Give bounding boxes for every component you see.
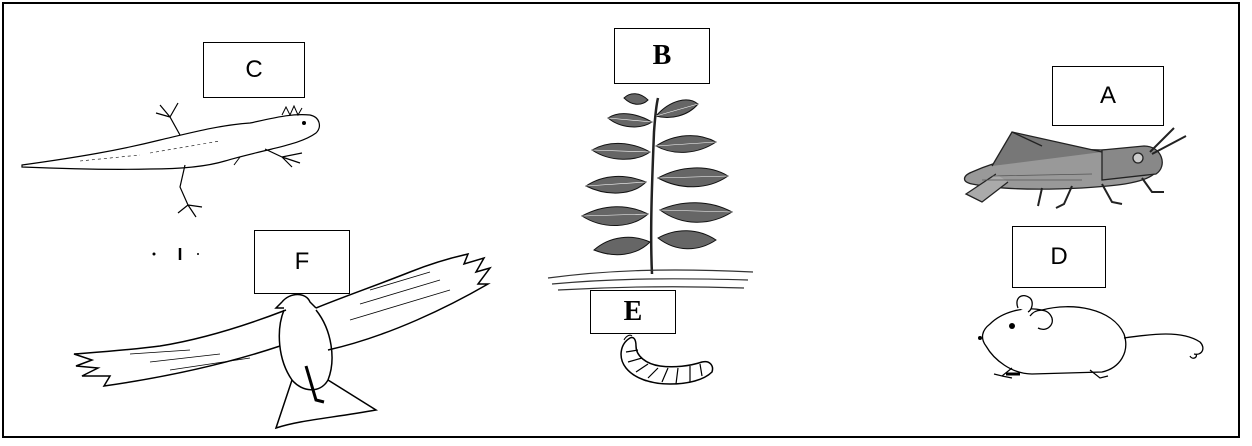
mouse-icon [972, 290, 1212, 386]
label-d: D [1012, 226, 1106, 288]
label-c-text: C [245, 56, 262, 84]
lizard-icon [20, 95, 330, 230]
label-b-text: B [653, 40, 672, 72]
label-a-text: A [1100, 82, 1116, 110]
grub-icon [616, 332, 718, 390]
label-e-text: E [624, 296, 643, 328]
label-c: C [203, 42, 305, 98]
plant-icon [548, 92, 753, 292]
eagle-icon [70, 250, 500, 435]
label-b: B [614, 28, 710, 84]
label-a: A [1052, 66, 1164, 126]
label-d-text: D [1050, 243, 1067, 271]
grasshopper-icon [952, 118, 1196, 214]
label-e: E [590, 290, 676, 334]
